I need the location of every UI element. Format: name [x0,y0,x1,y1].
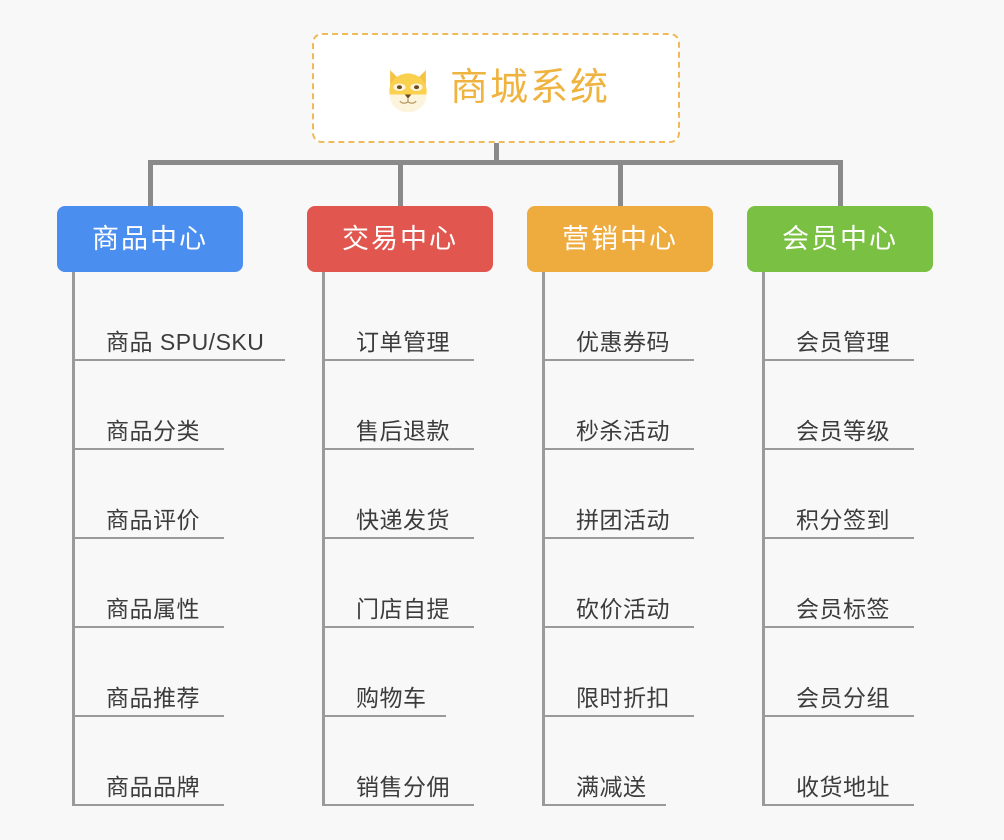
leaf-item-label: 购物车 [356,684,427,711]
leaf-item-label: 积分签到 [796,506,890,533]
leaf-item[interactable]: 售后退款 [322,361,474,450]
leaf-item-underline [762,715,914,717]
leaf-item-label: 商品 SPU/SKU [106,328,265,355]
leaf-item[interactable]: 拼团活动 [542,450,694,539]
category-box-2[interactable]: 营销中心 [527,206,713,272]
leaf-item-underline [322,804,474,806]
category-label: 交易中心 [342,223,458,254]
leaf-item-underline [542,537,694,539]
leaf-item[interactable]: 销售分佣 [322,717,474,806]
leaf-item[interactable]: 商品推荐 [72,628,264,717]
leaf-item-underline [762,804,914,806]
leaf-column-1: 订单管理售后退款快递发货门店自提购物车销售分佣 [322,272,474,806]
leaf-item-label: 满减送 [576,773,647,800]
leaf-item[interactable]: 商品属性 [72,539,264,628]
leaf-item-underline [542,626,694,628]
leaf-item-underline [72,804,224,806]
leaf-item-label: 订单管理 [356,328,450,355]
leaf-column-2: 优惠券码秒杀活动拼团活动砍价活动限时折扣满减送 [542,272,694,806]
category-box-0[interactable]: 商品中心 [57,206,243,272]
leaf-spine [542,272,545,806]
leaf-item-underline [762,448,914,450]
leaf-column-0: 商品 SPU/SKU 商品分类商品评价商品属性商品推荐商品品牌 [72,272,285,806]
leaf-item[interactable]: 快递发货 [322,450,474,539]
leaf-item-underline [542,359,694,361]
leaf-item[interactable]: 会员等级 [762,361,914,450]
leaf-item[interactable]: 砍价活动 [542,539,694,628]
leaf-item[interactable]: 购物车 [322,628,450,717]
leaf-item-underline [72,448,224,450]
leaf-item-label: 商品品牌 [106,773,200,800]
leaf-item-label: 售后退款 [356,417,450,444]
leaf-item[interactable]: 商品评价 [72,450,264,539]
leaf-item-underline [322,715,446,717]
leaf-spine [762,272,765,806]
connector-drop-0 [148,160,153,206]
leaf-item-underline [322,448,474,450]
category-box-1[interactable]: 交易中心 [307,206,493,272]
root-node[interactable]: 商城系统 [312,33,680,143]
leaf-item-underline [322,359,474,361]
leaf-column-3: 会员管理会员等级积分签到会员标签会员分组收货地址 [762,272,914,806]
leaf-item[interactable]: 会员管理 [762,272,914,361]
leaf-item-label: 商品推荐 [106,684,200,711]
leaf-item[interactable]: 会员分组 [762,628,914,717]
leaf-item[interactable]: 订单管理 [322,272,474,361]
leaf-item[interactable]: 门店自提 [322,539,474,628]
leaf-item-label: 拼团活动 [576,506,670,533]
leaf-item-underline [542,448,694,450]
leaf-item-underline [542,715,694,717]
leaf-item[interactable]: 满减送 [542,717,670,806]
connector-drop-2 [618,160,623,206]
leaf-item-underline [322,537,474,539]
leaf-spine [72,272,75,806]
leaf-item-underline [762,626,914,628]
leaf-item-label: 限时折扣 [576,684,670,711]
leaf-item-label: 快递发货 [356,506,450,533]
connector-root-stem [494,143,499,164]
leaf-item[interactable]: 收货地址 [762,717,914,806]
leaf-item-underline [72,359,285,361]
category-label: 商品中心 [92,223,208,254]
leaf-item-label: 门店自提 [356,595,450,622]
connector-horizontal-bus [149,160,841,165]
category-box-3[interactable]: 会员中心 [747,206,933,272]
leaf-item-label: 会员管理 [796,328,890,355]
leaf-item[interactable]: 限时折扣 [542,628,694,717]
leaf-item-underline [762,537,914,539]
leaf-item-underline [72,715,224,717]
leaf-item-underline [72,537,224,539]
leaf-item-underline [762,359,914,361]
connector-drop-3 [838,160,843,206]
leaf-item[interactable]: 积分签到 [762,450,914,539]
leaf-spine [322,272,325,806]
leaf-item-underline [72,626,224,628]
leaf-item[interactable]: 商品 SPU/SKU [72,272,285,361]
leaf-item[interactable]: 优惠券码 [542,272,694,361]
leaf-item-label: 会员等级 [796,417,890,444]
leaf-item-label: 商品分类 [106,417,200,444]
connector-drop-1 [398,160,403,206]
leaf-item-label: 销售分佣 [356,773,450,800]
root-title: 商城系统 [449,67,610,109]
leaf-item-label: 商品评价 [106,506,200,533]
leaf-item[interactable]: 会员标签 [762,539,914,628]
leaf-item[interactable]: 商品分类 [72,361,264,450]
leaf-item[interactable]: 秒杀活动 [542,361,694,450]
leaf-item-label: 优惠券码 [576,328,670,355]
leaf-item-label: 砍价活动 [576,595,670,622]
shiba-dog-icon [389,70,427,113]
leaf-item-label: 秒杀活动 [576,417,670,444]
leaf-item-underline [542,804,666,806]
leaf-item-underline [322,626,474,628]
leaf-item-label: 会员标签 [796,595,890,622]
leaf-item-label: 会员分组 [796,684,890,711]
leaf-item[interactable]: 商品品牌 [72,717,264,806]
leaf-item-label: 收货地址 [796,773,890,800]
category-label: 营销中心 [562,223,678,254]
category-label: 会员中心 [782,223,898,254]
leaf-item-label: 商品属性 [106,595,200,622]
